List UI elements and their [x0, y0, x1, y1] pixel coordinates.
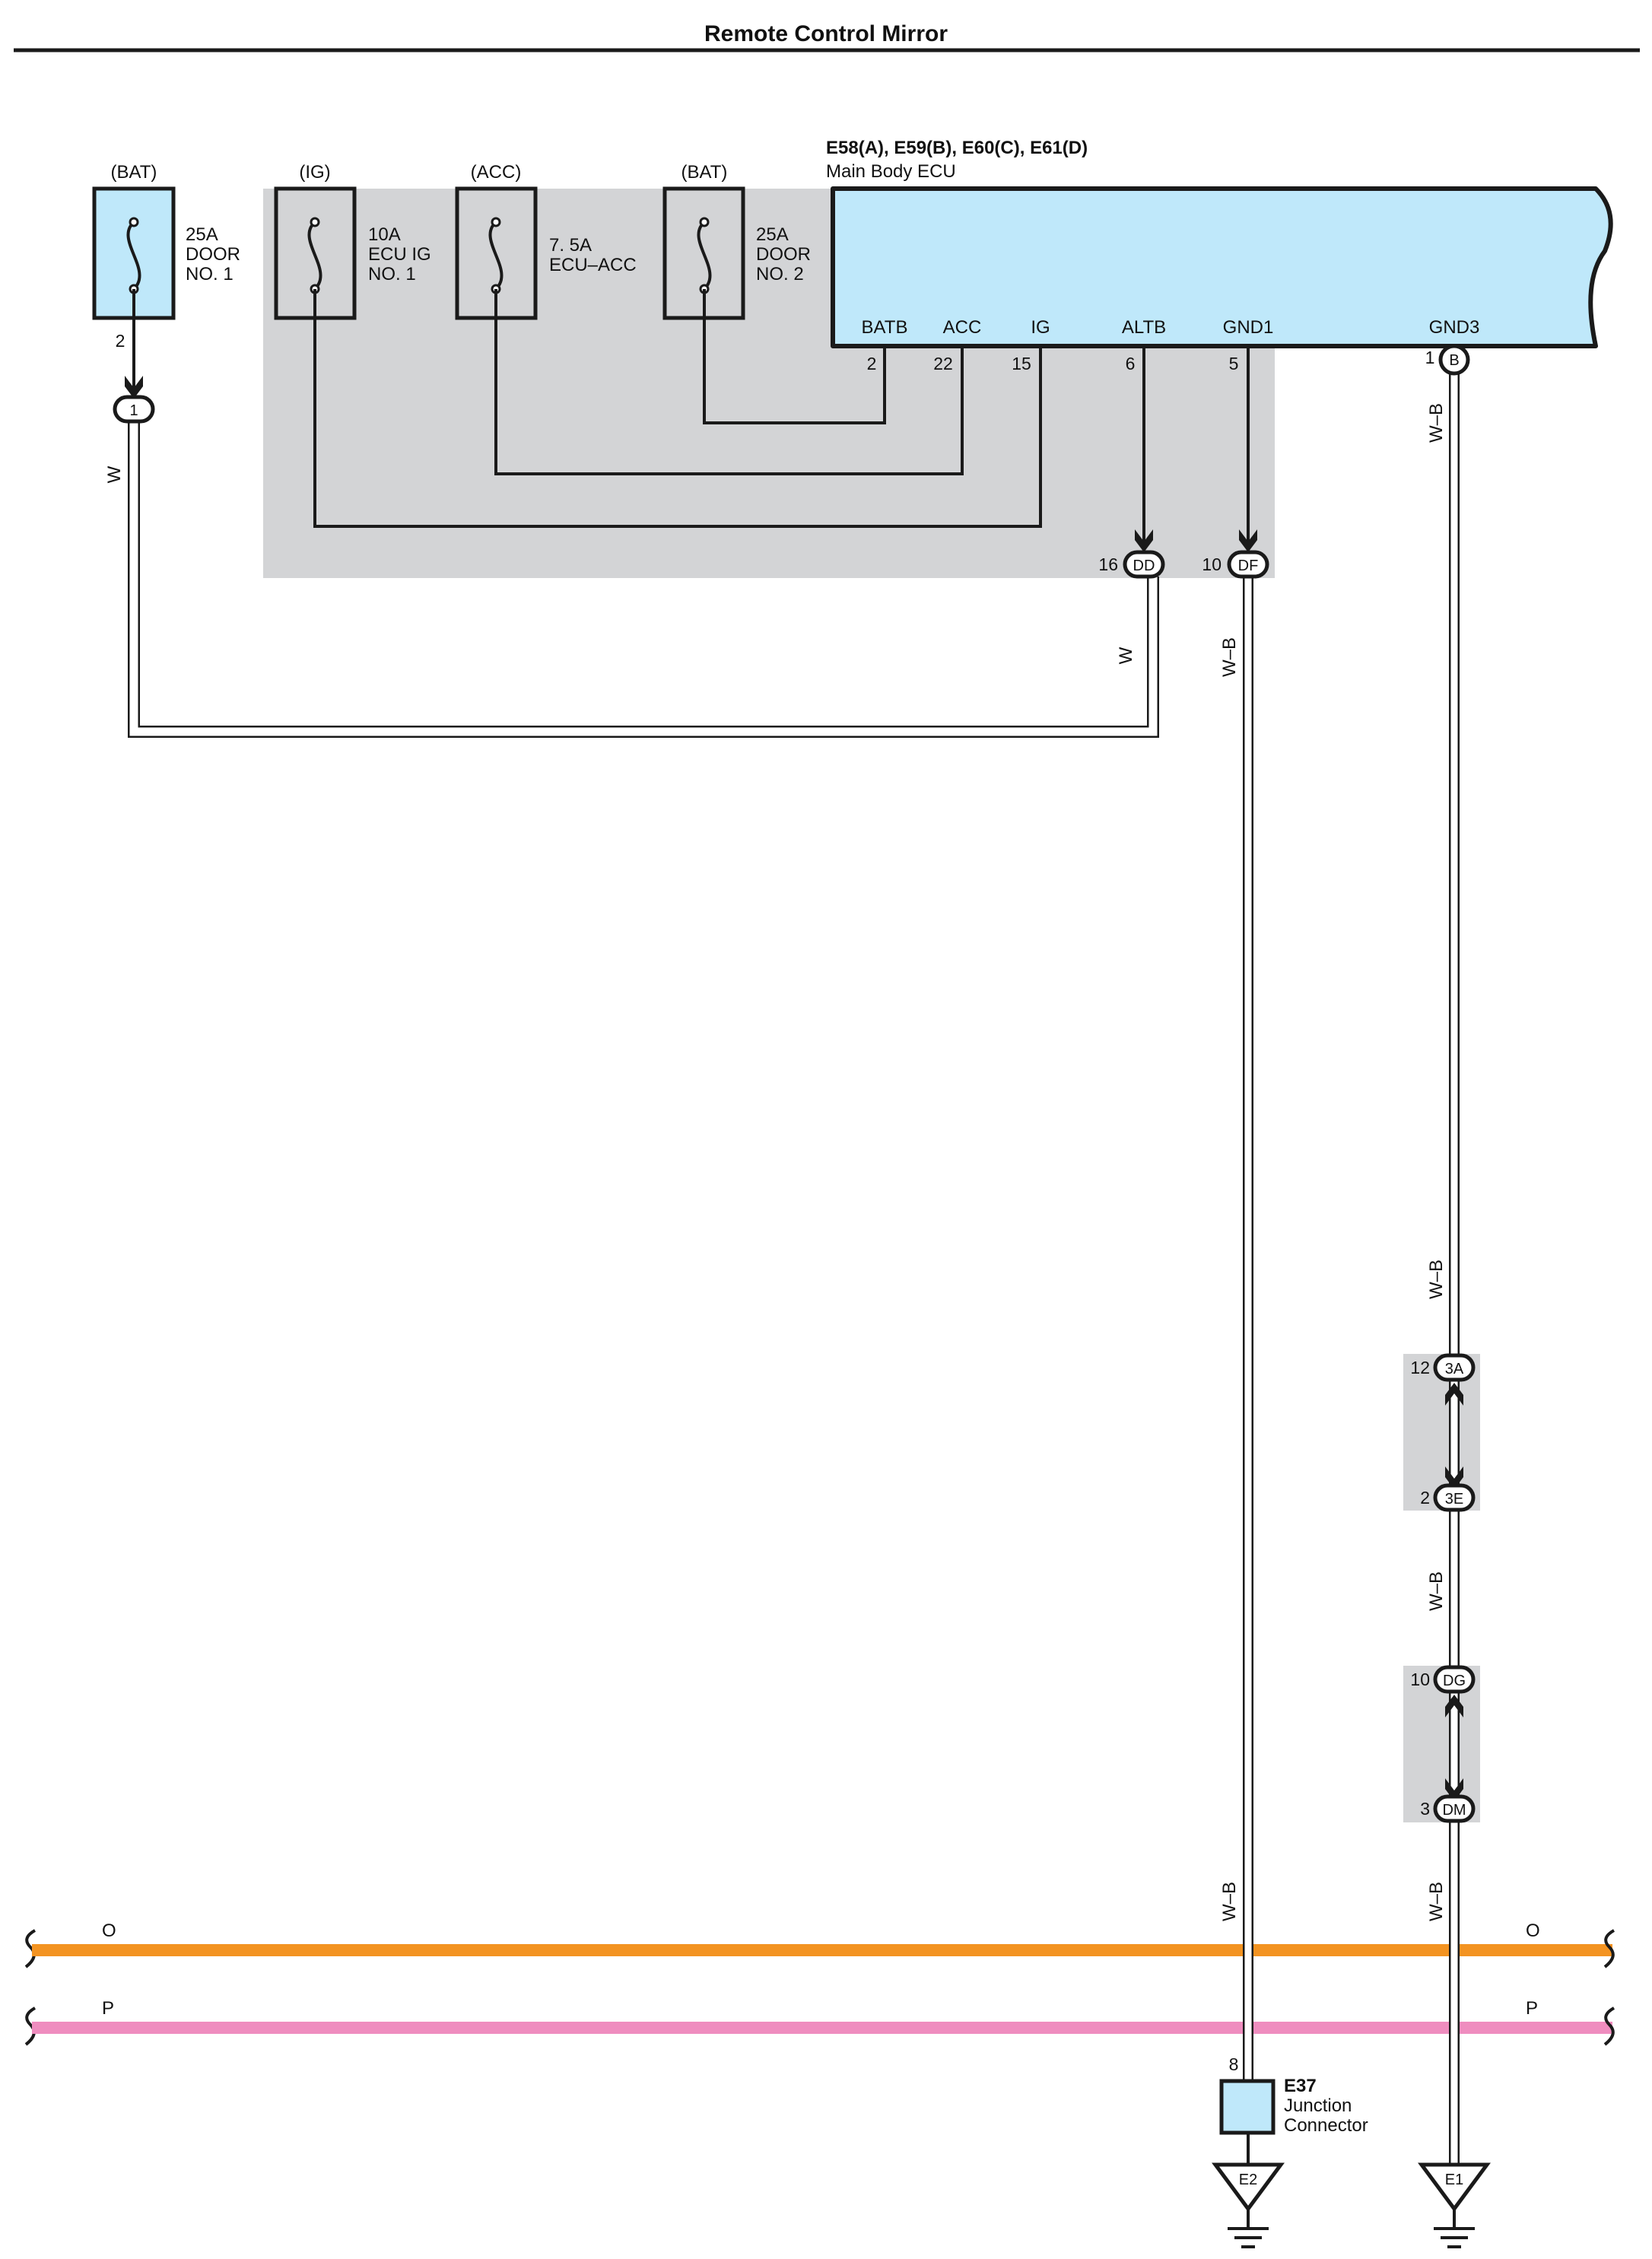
connector-dd-pin: 16	[1098, 554, 1118, 574]
wire-label-w-left: W	[104, 465, 125, 483]
arrow-dg-up	[1445, 1695, 1463, 1717]
fuse-ecuig-terminal-top	[310, 217, 320, 227]
junction-code: E37	[1284, 2076, 1317, 2096]
junction-name-line1: Junction	[1284, 2095, 1352, 2116]
fuse-ecuacc-terminal-top	[491, 217, 501, 227]
connector-dd	[1123, 550, 1165, 579]
arrow-altb	[1135, 529, 1153, 552]
fuse-ecuacc-source: (ACC)	[471, 162, 522, 183]
fuse-door1-number: NO. 1	[186, 264, 234, 284]
wire-label-wb-gnd3-top: W–B	[1426, 403, 1447, 443]
fuse-ecuacc-name: ECU–ACC	[549, 255, 637, 275]
ecu-pin-gnd1-num: 5	[1229, 354, 1239, 373]
ecu-pin-ig-num: 15	[1012, 354, 1031, 373]
ground-e1-symbol	[1418, 2162, 1491, 2213]
ecu-name-label: Main Body ECU	[826, 161, 956, 182]
fuse-door1-rating: 25A	[186, 224, 218, 245]
connector-dm	[1433, 1794, 1476, 1823]
fuse-door2-number: NO. 2	[756, 264, 804, 284]
fuse-door1-pin: 2	[116, 331, 125, 351]
ecu-pin-altb-num: 6	[1126, 354, 1136, 373]
fuse-door2-icon	[697, 221, 712, 291]
bus-pink-right-break	[1603, 2006, 1615, 2046]
diagram-title: Remote Control Mirror	[704, 21, 948, 46]
connector-3e	[1433, 1483, 1476, 1512]
bus-orange-label-right: O	[1526, 1921, 1540, 1941]
fuse-ecuig-name: ECU IG	[368, 244, 431, 265]
arrow-3a-up	[1445, 1383, 1463, 1406]
junction-pin: 8	[1229, 2054, 1239, 2074]
ecu-pin-batb-num: 2	[867, 354, 877, 373]
connector-b-code: B	[1449, 352, 1459, 369]
junction-name-line2: Connector	[1284, 2115, 1368, 2136]
ecu-pin-ig-name: IG	[1031, 317, 1050, 338]
fuse-door2-source: (BAT)	[681, 162, 728, 183]
bus-orange-left-break	[24, 1929, 37, 1968]
bus-pink-label-left: P	[102, 1998, 114, 2019]
fuse-door1-source: (BAT)	[111, 162, 157, 183]
wire-ecuig-to-ig	[313, 289, 1042, 528]
fuse-ecuig-number: NO. 1	[368, 264, 416, 284]
connector-dm-pin: 3	[1420, 1799, 1430, 1819]
connector-b	[1438, 344, 1470, 376]
connector-3a	[1433, 1353, 1476, 1382]
arrow-gnd1	[1239, 529, 1257, 552]
bus-pink	[32, 2022, 1612, 2034]
ecu-pin-gnd3-num: 1	[1425, 348, 1435, 367]
fuse-door1-name: DOOR	[186, 244, 240, 265]
connector-df-pin: 10	[1202, 554, 1222, 574]
fuse-ecuacc-icon	[488, 221, 504, 291]
wire-w-door1-to-dd-inner	[129, 420, 1158, 736]
arrow-door1	[125, 376, 143, 399]
fuse-door1-icon	[126, 221, 141, 291]
wire-label-wb-df-low: W–B	[1219, 1882, 1240, 1921]
ground-e2-symbol	[1212, 2162, 1285, 2213]
wire-ecuacc-to-acc	[494, 289, 964, 475]
fuse-door2-terminal-top	[699, 217, 710, 227]
connector-1-code: 1	[129, 402, 138, 419]
connector-3a-code: 3A	[1445, 1361, 1464, 1377]
ecu-pin-acc-num: 22	[933, 354, 953, 373]
bus-pink-label-right: P	[1526, 1998, 1538, 2019]
connector-df	[1227, 550, 1269, 579]
wire-label-wb-df: W–B	[1219, 637, 1240, 677]
fuse-door2-rating: 25A	[756, 224, 789, 245]
bus-orange-right-break	[1603, 1929, 1615, 1968]
wire-label-wb-3e: W–B	[1426, 1571, 1447, 1611]
wire-label-wb-dm-low: W–B	[1426, 1882, 1447, 1921]
bus-orange	[32, 1944, 1612, 1956]
connector-dg	[1433, 1665, 1476, 1694]
ecu-code-label: E58(A), E59(B), E60(C), E61(D)	[826, 138, 1088, 158]
ground-e1-label: E1	[1445, 2172, 1463, 2188]
fuse-ecuacc-rating: 7. 5A	[549, 235, 592, 256]
bus-pink-left-break	[24, 2006, 37, 2046]
connector-3e-pin: 2	[1420, 1488, 1430, 1508]
bus-orange-label-left: O	[102, 1921, 116, 1941]
fuse-ecuig-icon	[307, 221, 322, 291]
connector-df-code: DF	[1238, 558, 1259, 574]
ecu-pin-batb-name: BATB	[862, 317, 908, 338]
main-body-ecu-box	[831, 186, 1613, 348]
connector-1	[113, 395, 155, 424]
connector-dm-code: DM	[1442, 1802, 1466, 1819]
fuse-door1-terminal-top	[129, 217, 139, 227]
wire-label-wb-gnd3-mid: W–B	[1426, 1260, 1447, 1299]
ecu-pin-gnd1-name: GND1	[1223, 317, 1274, 338]
fuse-door2-name: DOOR	[756, 244, 811, 265]
connector-dd-code: DD	[1133, 558, 1155, 574]
connector-dg-pin: 10	[1410, 1670, 1430, 1689]
junction-connector-e37	[1219, 2079, 1276, 2135]
ecu-pin-gnd3-name: GND3	[1429, 317, 1480, 338]
fuse-ecuig-source: (IG)	[299, 162, 330, 183]
fuse-ecuig-rating: 10A	[368, 224, 401, 245]
ground-e2-label: E2	[1239, 2172, 1257, 2188]
wire-door2-to-batb	[703, 289, 886, 424]
connector-3e-code: 3E	[1445, 1491, 1463, 1508]
connector-dg-code: DG	[1443, 1673, 1466, 1689]
wire-label-w-mid: W	[1116, 647, 1136, 664]
ecu-pin-acc-name: ACC	[943, 317, 982, 338]
ecu-pin-altb-name: ALTB	[1122, 317, 1166, 338]
connector-3a-pin: 12	[1410, 1358, 1430, 1377]
